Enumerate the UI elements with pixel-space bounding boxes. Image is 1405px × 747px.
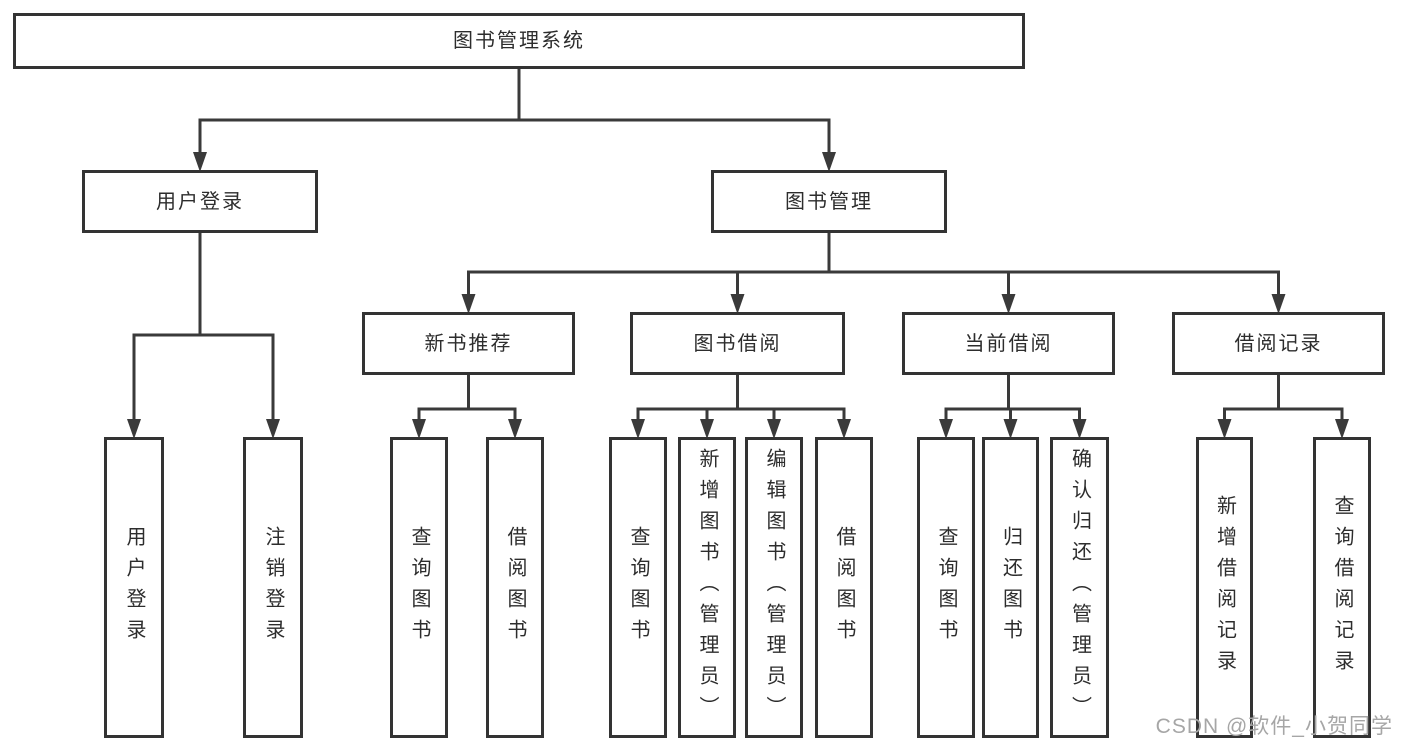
arrowhead-icon xyxy=(1072,419,1087,439)
arrowhead-icon xyxy=(822,152,836,172)
node-cb-query: 查询图书 xyxy=(917,437,975,738)
arrowhead-icon xyxy=(730,294,745,314)
arrowhead-icon xyxy=(767,419,781,439)
node-borrow-records: 借阅记录 xyxy=(1172,312,1385,375)
edges-from-borrow-records xyxy=(1217,373,1349,439)
node-leaf-logout: 注销登录 xyxy=(243,437,303,738)
node-bb-query: 查询图书 xyxy=(609,437,667,738)
node-new-book-rec: 新书推荐 xyxy=(362,312,575,375)
arrowhead-icon xyxy=(193,152,207,172)
arrowhead-icon xyxy=(1001,294,1016,314)
arrowhead-icon xyxy=(508,419,522,439)
node-user-login: 用户登录 xyxy=(82,170,318,233)
edges-from-current-borrow xyxy=(939,373,1087,439)
node-br-add: 新增借阅记录 xyxy=(1196,437,1253,738)
arrowhead-icon xyxy=(1335,419,1349,439)
node-bb-edit: 编辑图书（管理员） xyxy=(745,437,803,738)
node-nbr-query: 查询图书 xyxy=(390,437,448,738)
arrowhead-icon xyxy=(1217,419,1232,439)
node-root: 图书管理系统 xyxy=(13,13,1025,69)
arrowhead-icon xyxy=(412,419,426,439)
edges-from-book-borrow xyxy=(631,373,851,439)
node-book-mgmt: 图书管理 xyxy=(711,170,947,233)
arrowhead-icon xyxy=(127,419,141,439)
arrowhead-icon xyxy=(700,419,714,439)
arrowhead-icon xyxy=(461,294,476,314)
edges-from-book-mgmt xyxy=(461,231,1286,314)
arrowhead-icon xyxy=(631,419,645,439)
node-br-query: 查询借阅记录 xyxy=(1313,437,1371,738)
node-leaf-user-login: 用户登录 xyxy=(104,437,164,738)
arrowhead-icon xyxy=(266,419,280,439)
arrowhead-icon xyxy=(1271,294,1286,314)
watermark: CSDN @软件_小贺同学 xyxy=(1155,715,1393,738)
arrowhead-icon xyxy=(939,419,953,439)
node-nbr-borrow: 借阅图书 xyxy=(486,437,544,738)
node-cb-return: 归还图书 xyxy=(982,437,1039,738)
node-book-borrow: 图书借阅 xyxy=(630,312,845,375)
arrowhead-icon xyxy=(837,419,851,439)
arrowhead-icon xyxy=(1003,419,1018,439)
edges-from-new-book-rec xyxy=(412,373,522,439)
edges-from-root xyxy=(193,67,836,172)
node-current-borrow: 当前借阅 xyxy=(902,312,1115,375)
node-bb-borrow: 借阅图书 xyxy=(815,437,873,738)
node-bb-add: 新增图书（管理员） xyxy=(678,437,736,738)
node-cb-confirm: 确认归还（管理员） xyxy=(1050,437,1109,738)
edges-from-user-login xyxy=(127,231,280,439)
